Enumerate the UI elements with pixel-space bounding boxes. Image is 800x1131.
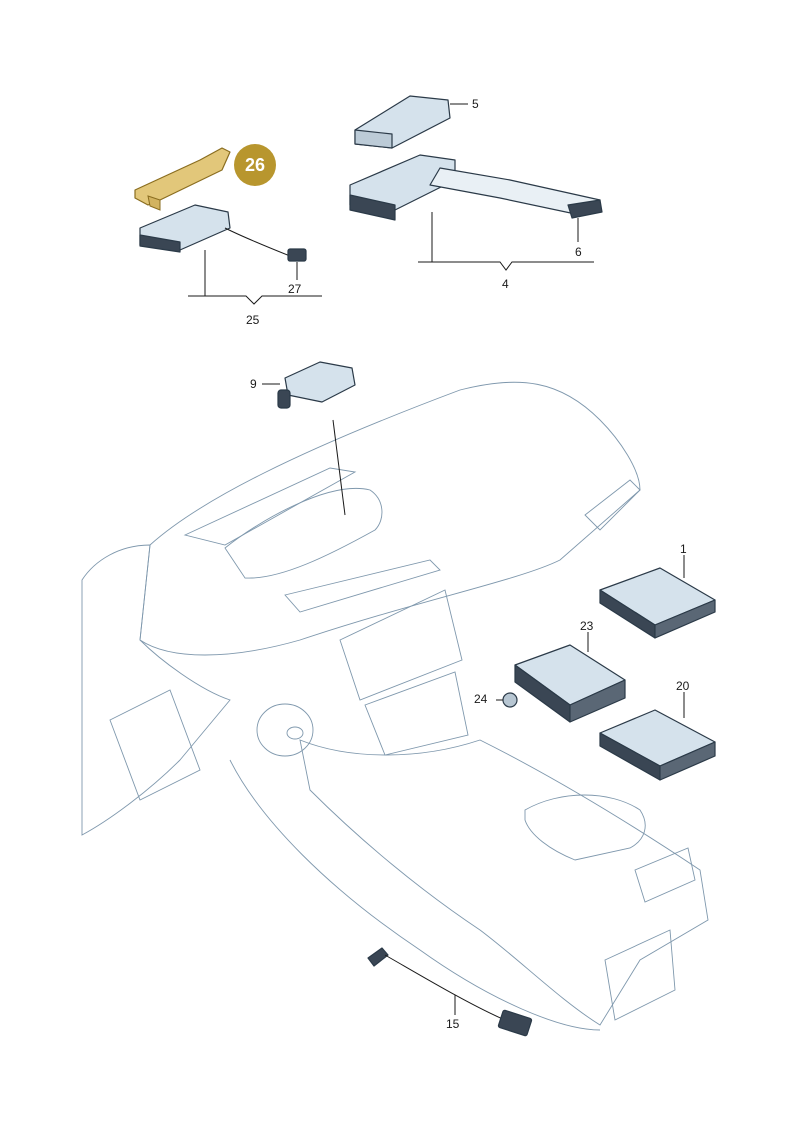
dashboard-top: [139, 381, 641, 656]
callout-5: 5: [472, 97, 479, 111]
steering-hub: [256, 703, 314, 757]
dashboard-illustration: [81, 381, 709, 1031]
defrost-grille: [183, 467, 357, 546]
part-27-cable[interactable]: [224, 227, 307, 262]
callout-4: 4: [502, 277, 509, 291]
callout-labels: 5 6 4 27 25 9 1 23 20 24 15: [246, 97, 690, 1031]
callout-26: 26: [245, 155, 265, 175]
display-hood: [224, 488, 383, 579]
callout-23: 23: [580, 619, 594, 633]
callout-15: 15: [446, 1017, 460, 1031]
callout-6: 6: [575, 245, 582, 259]
part-9-sensor[interactable]: [277, 361, 356, 409]
part-20-unit[interactable]: [599, 709, 716, 781]
part-26-bracket[interactable]: [134, 147, 231, 211]
part-6-connector[interactable]: [567, 199, 603, 219]
rear-vent: [634, 847, 696, 903]
part-4-unit[interactable]: [349, 154, 601, 221]
callout-24: 24: [474, 692, 488, 706]
part-1-unit[interactable]: [599, 567, 716, 639]
center-vent: [284, 559, 441, 613]
left-knee-panel: [109, 689, 201, 801]
steering-shaft: [286, 726, 304, 740]
console-tunnel: [229, 759, 601, 1031]
armrest: [524, 794, 646, 861]
callout-26-badge[interactable]: 26: [234, 144, 276, 186]
callout-1: 1: [680, 542, 687, 556]
badge-circle: [234, 144, 276, 186]
dashboard-left: [81, 544, 231, 836]
callout-27: 27: [288, 282, 302, 296]
callout-25: 25: [246, 313, 260, 327]
part-15-cable[interactable]: [367, 947, 533, 1037]
leader-lines: [188, 103, 685, 1015]
rear-console-bottom: [604, 929, 676, 1021]
center-console: [299, 739, 709, 1026]
right-vent: [584, 479, 641, 531]
part-24-nut[interactable]: [502, 692, 518, 708]
lower-screen: [364, 671, 469, 756]
callout-20: 20: [676, 679, 690, 693]
part-5-cover[interactable]: [354, 95, 451, 149]
callout-9: 9: [250, 377, 257, 391]
part-23-box[interactable]: [514, 644, 626, 723]
part-25-module[interactable]: [139, 204, 231, 253]
center-screen: [339, 589, 463, 701]
